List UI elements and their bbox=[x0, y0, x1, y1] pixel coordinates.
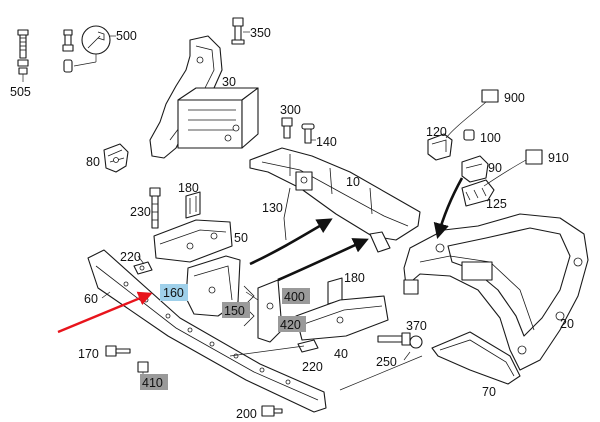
label-230: 230 bbox=[130, 205, 151, 219]
label-50: 50 bbox=[234, 231, 248, 245]
badge-150 bbox=[222, 302, 250, 318]
badge-410 bbox=[140, 374, 168, 390]
label-500: 500 bbox=[116, 29, 137, 43]
bolt-350-drawing bbox=[231, 17, 250, 45]
bolt-140-drawing bbox=[301, 123, 316, 144]
clip-220-lower-drawing bbox=[297, 339, 319, 353]
bolt-505-drawing bbox=[17, 29, 29, 82]
label-120: 120 bbox=[426, 125, 447, 139]
nut-370-drawing bbox=[409, 335, 423, 349]
label-505: 505 bbox=[10, 85, 31, 99]
rail-70-drawing bbox=[431, 331, 521, 385]
badge-400 bbox=[282, 288, 310, 304]
label-130: 130 bbox=[262, 201, 283, 215]
reference-lines bbox=[229, 291, 423, 391]
label-250: 250 bbox=[376, 355, 397, 369]
bolt-200-drawing bbox=[261, 405, 283, 417]
label-70: 70 bbox=[482, 385, 496, 399]
label-160: 160 bbox=[163, 286, 184, 300]
crossmember-10-drawing bbox=[249, 147, 421, 253]
label-410: 410 bbox=[142, 376, 163, 390]
bolt-250-drawing bbox=[377, 332, 411, 361]
label-100: 100 bbox=[480, 131, 501, 145]
label-220-left: 220 bbox=[120, 250, 141, 264]
bolt-300-drawing bbox=[281, 117, 293, 139]
label-10: 10 bbox=[346, 175, 360, 189]
badge-420 bbox=[278, 316, 306, 332]
bracket-125-drawing bbox=[461, 179, 495, 207]
bracket-30-drawing bbox=[149, 35, 259, 159]
label-60: 60 bbox=[84, 292, 98, 306]
bolt-170-drawing bbox=[105, 345, 131, 357]
label-200: 200 bbox=[236, 407, 257, 421]
label-30: 30 bbox=[222, 75, 236, 89]
bolt-230-drawing bbox=[149, 187, 161, 229]
bracket-400-drawing bbox=[257, 279, 283, 343]
assembly-arrow-middle bbox=[277, 238, 369, 282]
label-40: 40 bbox=[334, 347, 348, 361]
beam-60-drawing bbox=[87, 249, 327, 413]
badge-160 bbox=[160, 284, 188, 301]
beam-40-drawing bbox=[295, 295, 389, 341]
label-20: 20 bbox=[560, 317, 574, 331]
label-80: 80 bbox=[86, 155, 100, 169]
label-220-lower: 220 bbox=[302, 360, 323, 374]
assembly-arrow-right bbox=[433, 177, 464, 240]
label-180-upper: 180 bbox=[178, 181, 199, 195]
bolt-410-drawing bbox=[137, 361, 149, 376]
red-pointer-arrow bbox=[57, 291, 153, 334]
label-420: 420 bbox=[280, 318, 301, 332]
label-180-lower: 180 bbox=[344, 271, 365, 285]
bolt-500-drawing bbox=[62, 25, 116, 73]
sensor-90-drawing bbox=[461, 155, 489, 183]
label-900: 900 bbox=[504, 91, 525, 105]
clamp-80-drawing bbox=[103, 143, 129, 173]
nut-100-drawing bbox=[463, 129, 475, 141]
label-350: 350 bbox=[250, 26, 271, 40]
label-90: 90 bbox=[488, 161, 502, 175]
label-910: 910 bbox=[548, 151, 569, 165]
clip-120-drawing bbox=[427, 133, 453, 161]
connector-900-drawing bbox=[445, 89, 499, 139]
label-400: 400 bbox=[284, 290, 305, 304]
bracket-50-drawing bbox=[153, 219, 233, 263]
clip-220-left-drawing bbox=[133, 255, 153, 275]
label-170: 170 bbox=[78, 347, 99, 361]
label-370: 370 bbox=[406, 319, 427, 333]
callout-labels: 505 500 350 30 80 300 140 10 130 900 120… bbox=[10, 26, 574, 421]
connector-910-drawing bbox=[483, 149, 543, 187]
frame-20-drawing bbox=[403, 213, 589, 371]
assembly-arrow-left bbox=[249, 218, 333, 266]
bracket-180-upper-drawing bbox=[185, 191, 201, 219]
label-140: 140 bbox=[316, 135, 337, 149]
label-150: 150 bbox=[224, 304, 245, 318]
label-300: 300 bbox=[280, 103, 301, 117]
label-125: 125 bbox=[486, 197, 507, 211]
